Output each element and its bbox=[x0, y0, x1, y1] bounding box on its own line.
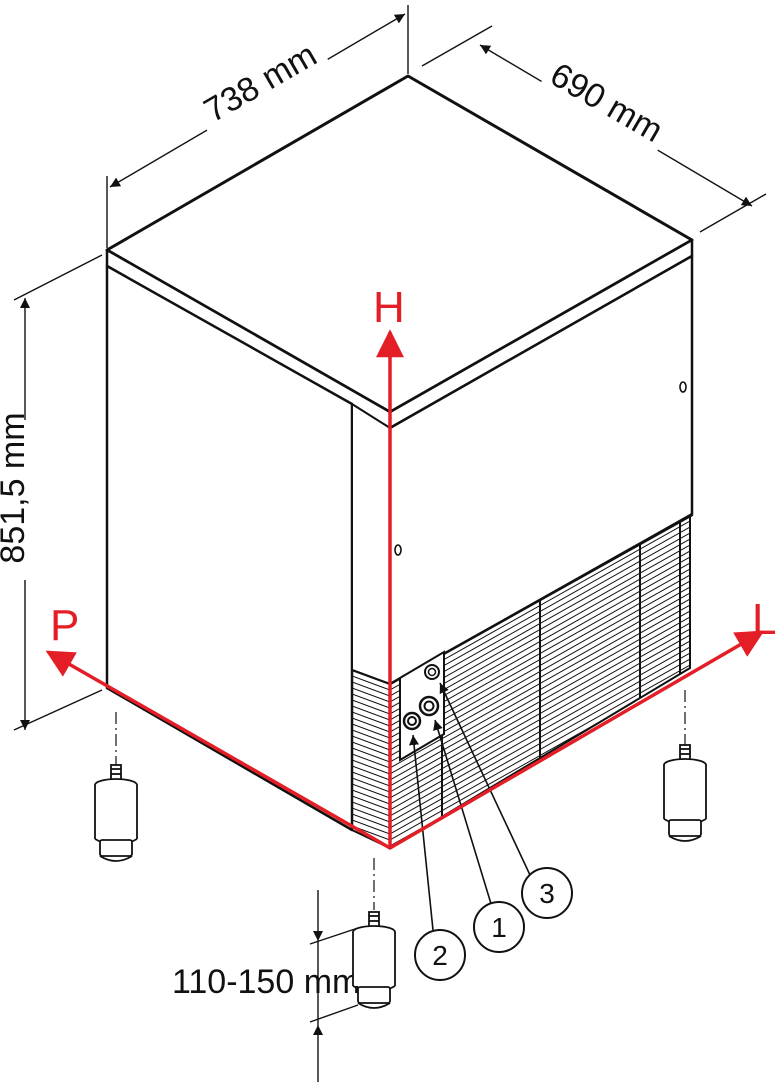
axes bbox=[45, 329, 765, 850]
panel-screw-hole bbox=[679, 381, 687, 393]
axis-label-h: H bbox=[373, 283, 405, 332]
axis-l bbox=[389, 630, 765, 850]
callout-2: 2 bbox=[414, 929, 466, 981]
connection-port-1 bbox=[418, 695, 440, 717]
svg-text:2: 2 bbox=[432, 940, 448, 971]
dimension-width-label: 738 mm bbox=[198, 36, 323, 130]
callout-3: 3 bbox=[521, 867, 573, 919]
callout-1: 1 bbox=[473, 901, 525, 953]
panel-screw-hole bbox=[394, 544, 402, 556]
callout-leaders bbox=[409, 682, 531, 931]
axis-p bbox=[45, 650, 391, 850]
adjustable-foot-left bbox=[94, 712, 138, 862]
axis-label-l: L bbox=[752, 595, 776, 644]
adjustable-foot-right bbox=[663, 690, 707, 842]
axis-label-p: P bbox=[50, 601, 79, 650]
corner-strip bbox=[351, 403, 391, 685]
front-vent-grill bbox=[352, 675, 390, 841]
dimension-depth-label: 690 mm bbox=[544, 56, 669, 150]
connection-port-2 bbox=[402, 711, 422, 731]
connection-port-3 bbox=[424, 664, 440, 680]
dimension-feet-label: 110-150 mm bbox=[172, 963, 360, 1001]
svg-text:3: 3 bbox=[539, 878, 555, 909]
svg-text:1: 1 bbox=[491, 912, 507, 943]
dimension-height-label: 851,5 mm bbox=[0, 412, 32, 563]
adjustable-foot-front bbox=[352, 858, 396, 1009]
